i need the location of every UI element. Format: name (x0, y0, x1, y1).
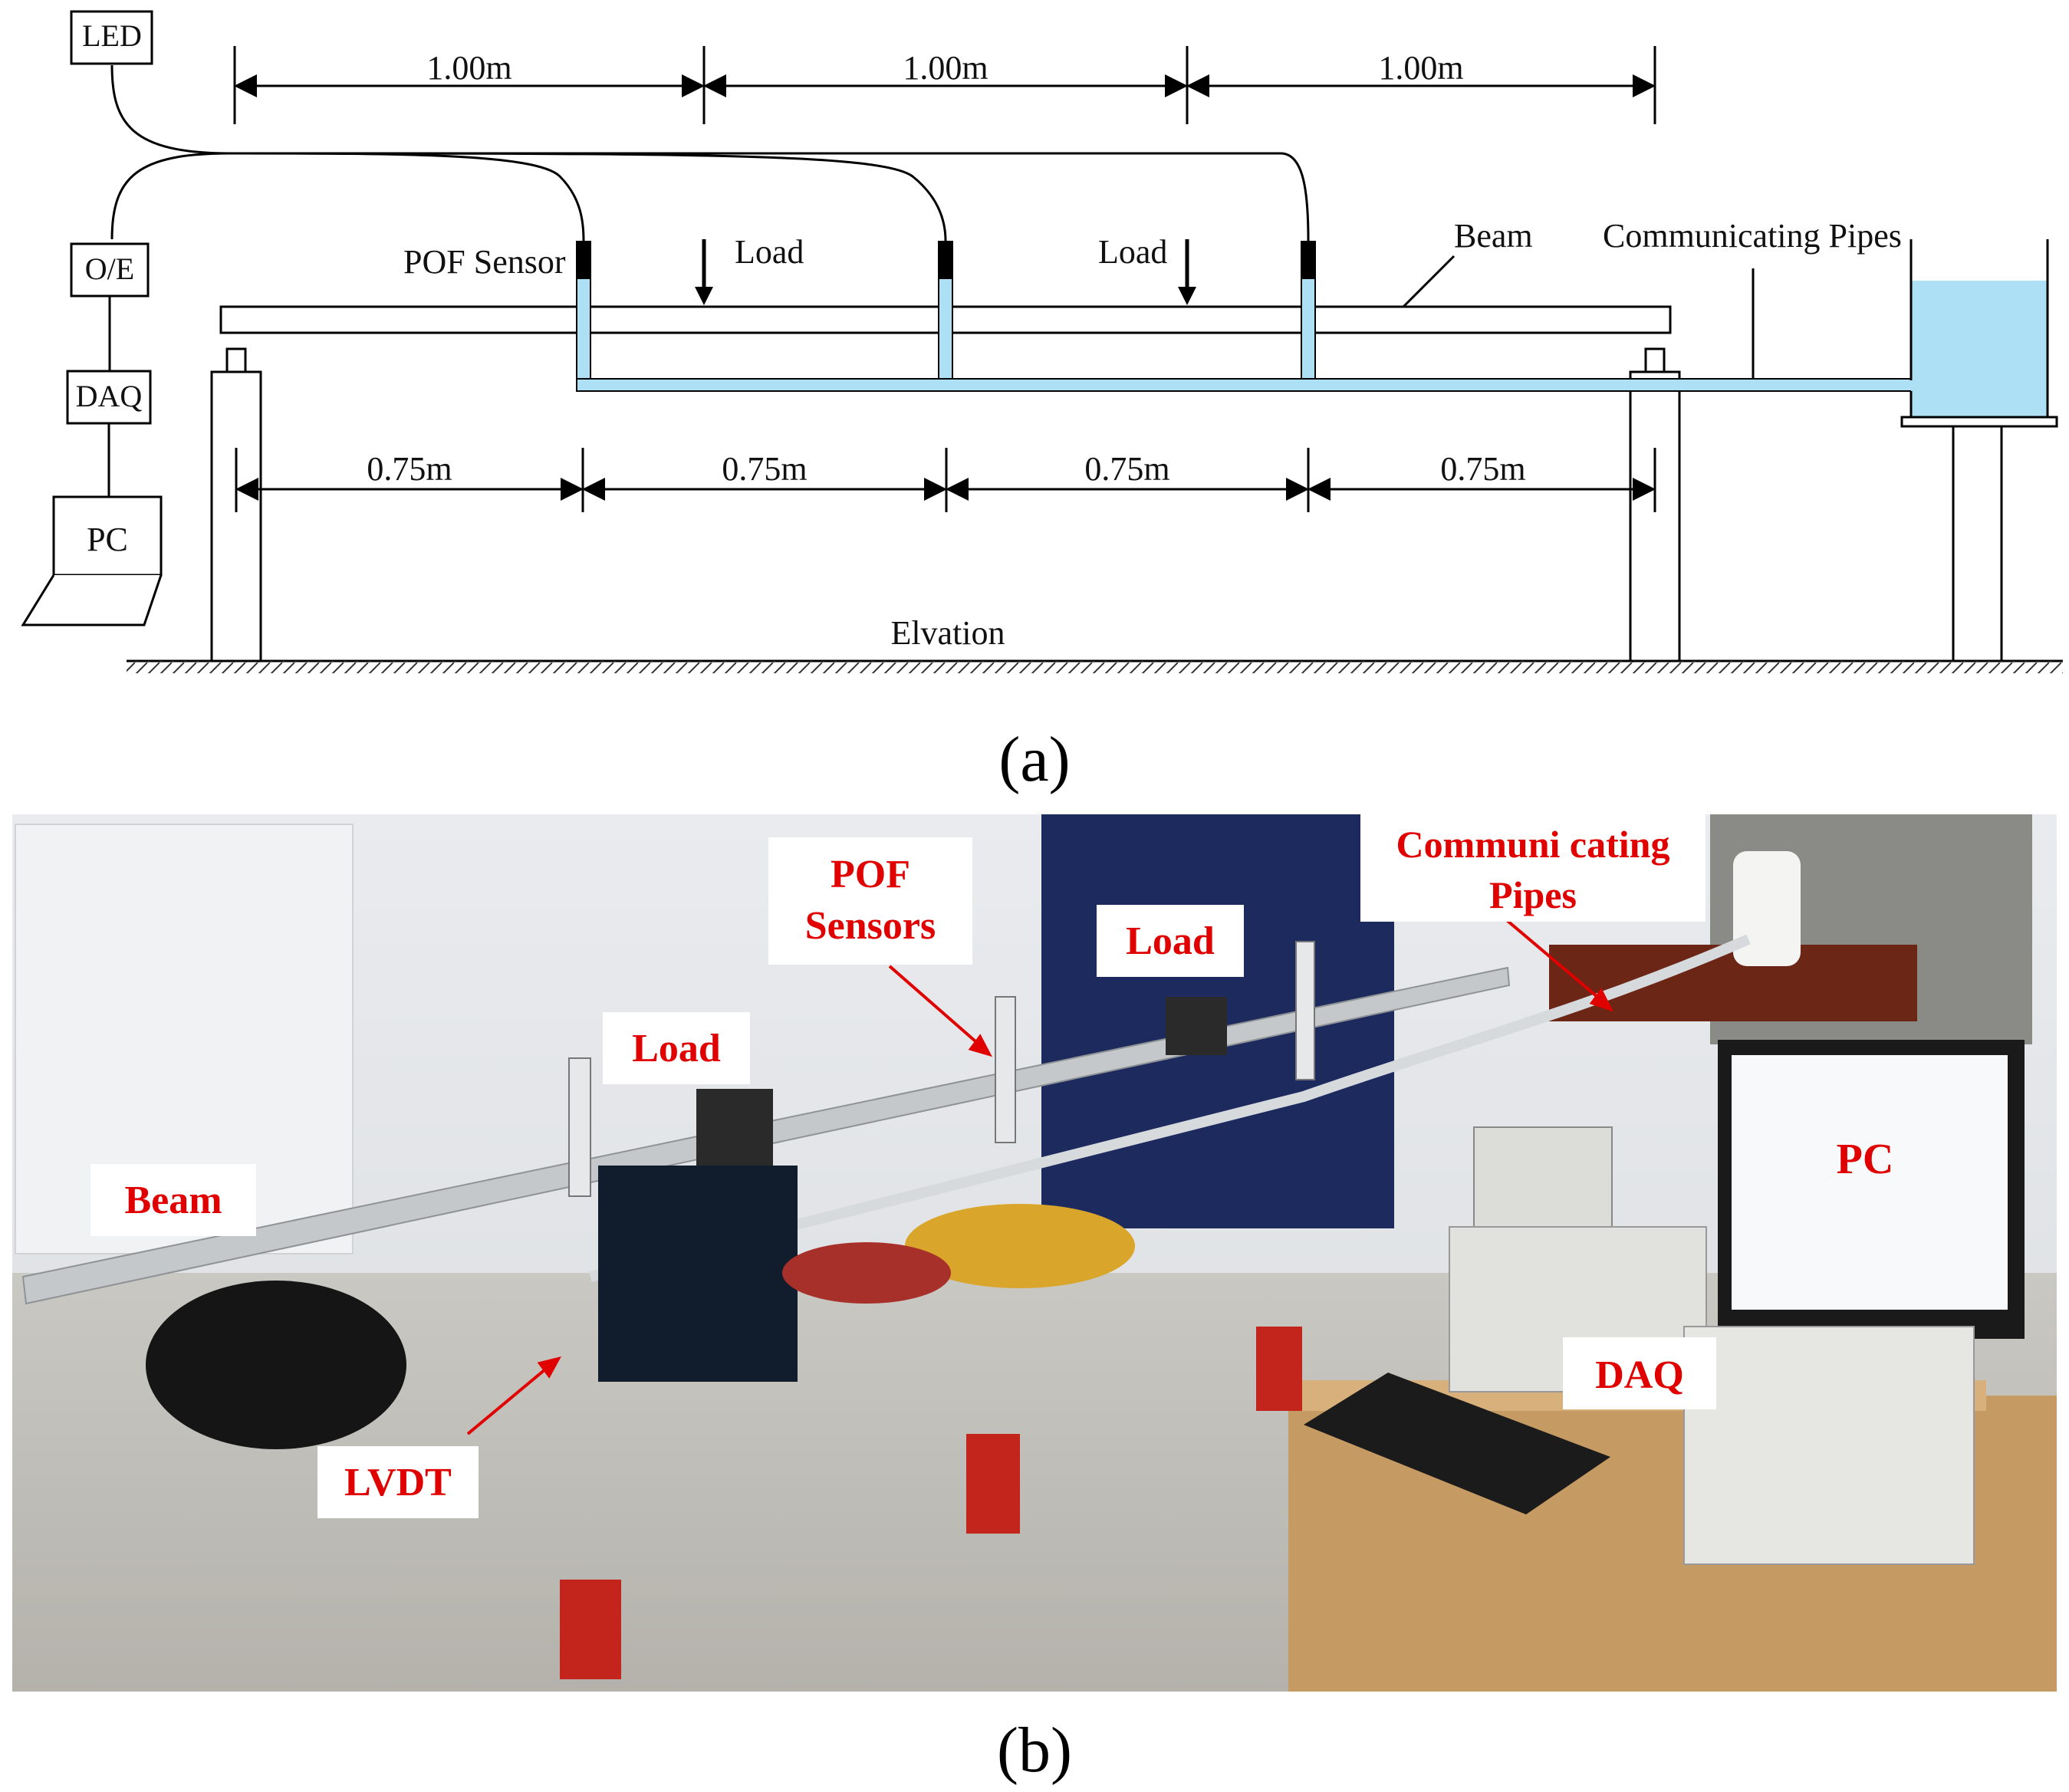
bottom-span-2: 0.75m (722, 450, 807, 488)
photo-sensor-3 (1295, 941, 1315, 1080)
power-supply (1473, 1126, 1613, 1237)
ground (127, 659, 2063, 673)
beam-leader (1402, 255, 1456, 308)
diagram-a: LED O/E DAQ PC 1.00m 1.00m 1.00m (21, 10, 2063, 795)
red-table (1549, 945, 1917, 1021)
pc-laptop: PC (21, 495, 163, 626)
beam-label: Beam (1454, 217, 1533, 255)
yellow-cable-coil (905, 1204, 1135, 1288)
top-dimensions (233, 46, 1656, 124)
led-box: LED (70, 10, 153, 65)
jack-2 (966, 1434, 1020, 1534)
photo-label-beam-text: Beam (124, 1179, 222, 1222)
photo-label-pof-line1: POF (831, 853, 910, 896)
photo-label-beam: Beam (90, 1164, 256, 1236)
photo-label-lvdt-text: LVDT (344, 1461, 452, 1504)
black-cable-coil (146, 1281, 406, 1449)
led-label: LED (82, 18, 142, 53)
photo-label-pof-sensors: POF Sensors (768, 837, 972, 965)
pof-sensor-2 (938, 241, 953, 279)
bottom-dimensions (235, 448, 1656, 512)
oe-box: O/E (70, 242, 150, 298)
photo-label-communicating-line1: Communi cating (1396, 823, 1670, 866)
photo-label-communicating-line2: Pipes (1489, 873, 1577, 916)
daq-box: DAQ (66, 370, 152, 425)
load-arrow-left (695, 239, 713, 305)
fiber-cables (110, 64, 1310, 242)
photo-label-daq: DAQ (1563, 1337, 1716, 1409)
daq-label: DAQ (76, 379, 143, 413)
photo-sensor-2 (995, 996, 1016, 1143)
weight-right (1166, 997, 1227, 1055)
photo-label-load-right: Load (1097, 905, 1244, 977)
photo-label-pc-text: PC (1837, 1136, 1894, 1183)
photo-label-communicating-pipes: Communi cating Pipes (1360, 814, 1706, 922)
photo-pointers (466, 916, 1613, 1435)
photo-pipe (589, 934, 1751, 1282)
photo-label-daq-text: DAQ (1595, 1353, 1684, 1397)
pof-sensor-label: POF Sensor (403, 243, 566, 281)
photo-label-load-left-text: Load (632, 1027, 721, 1070)
right-bearing (1644, 347, 1666, 373)
photo-b: Beam Load Load POF Sensors Communi catin… (12, 814, 2057, 1692)
pxi-chassis (1683, 1326, 1975, 1565)
jack-1 (560, 1580, 621, 1679)
photo-label-load-left: Load (603, 1012, 750, 1084)
left-support (210, 370, 262, 663)
photo-label-lvdt: LVDT (317, 1446, 479, 1518)
bottom-span-4: 0.75m (1440, 450, 1525, 488)
monitor-screen (1732, 1055, 2008, 1310)
keyboard (1304, 1373, 1610, 1514)
pof-sensor-1 (576, 241, 591, 279)
caption-b: (b) (997, 1715, 1072, 1786)
photo-sensor-1 (568, 1057, 591, 1197)
elevation-label: Elvation (890, 614, 1005, 652)
left-bearing (225, 347, 247, 373)
load-label-left: Load (735, 233, 804, 271)
printer-box (598, 1166, 798, 1382)
photo-label-load-right-text: Load (1126, 919, 1215, 963)
weight-left (696, 1089, 773, 1166)
oe-label: O/E (85, 252, 134, 286)
top-span-1: 1.00m (426, 49, 511, 87)
communicating-pipes-label: Communicating Pipes (1603, 217, 1902, 255)
red-cables (782, 1242, 951, 1304)
jack-3 (1256, 1327, 1302, 1411)
top-span-2: 1.00m (903, 49, 988, 87)
photo-label-pc: PC (1837, 1136, 1894, 1183)
load-label-right: Load (1098, 233, 1167, 271)
caption-a: (a) (998, 724, 1070, 795)
bottom-span-3: 0.75m (1084, 450, 1169, 488)
load-arrow-right (1178, 239, 1196, 305)
pof-sensor-3 (1301, 241, 1316, 279)
bottom-span-1: 0.75m (367, 450, 452, 488)
photo-label-pof-line2: Sensors (805, 904, 936, 948)
white-jug (1733, 851, 1801, 966)
top-span-3: 1.00m (1378, 49, 1463, 87)
pc-label: PC (87, 521, 128, 558)
water-tank (1900, 239, 2058, 661)
right-support (1629, 370, 1681, 663)
